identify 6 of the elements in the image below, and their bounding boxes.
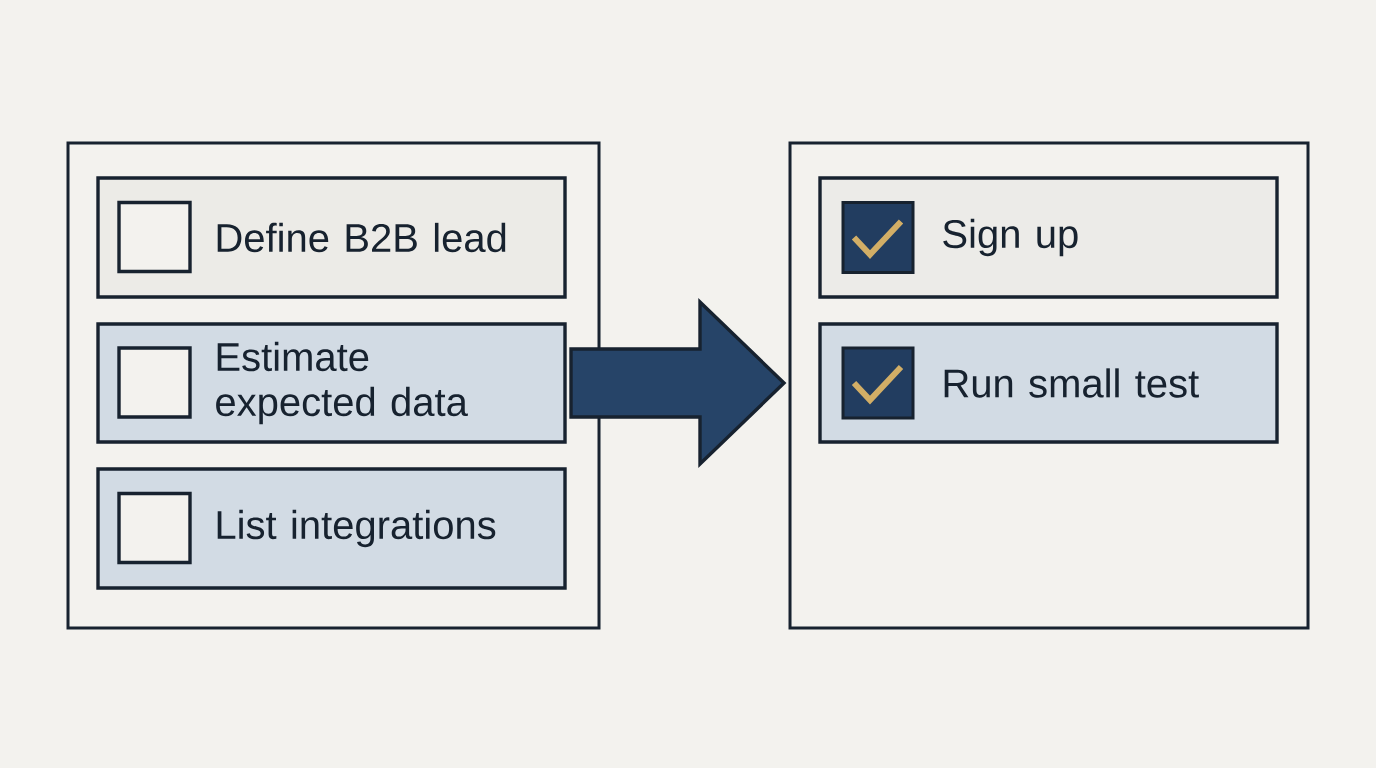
block-arrow: [569, 298, 787, 468]
task-card: Estimate expected data: [96, 322, 567, 444]
task-card: List integrations: [96, 467, 567, 590]
task-card: Sign up: [818, 176, 1279, 299]
task-card: Run small test: [818, 322, 1279, 444]
task-card: Define B2B lead: [96, 176, 567, 299]
